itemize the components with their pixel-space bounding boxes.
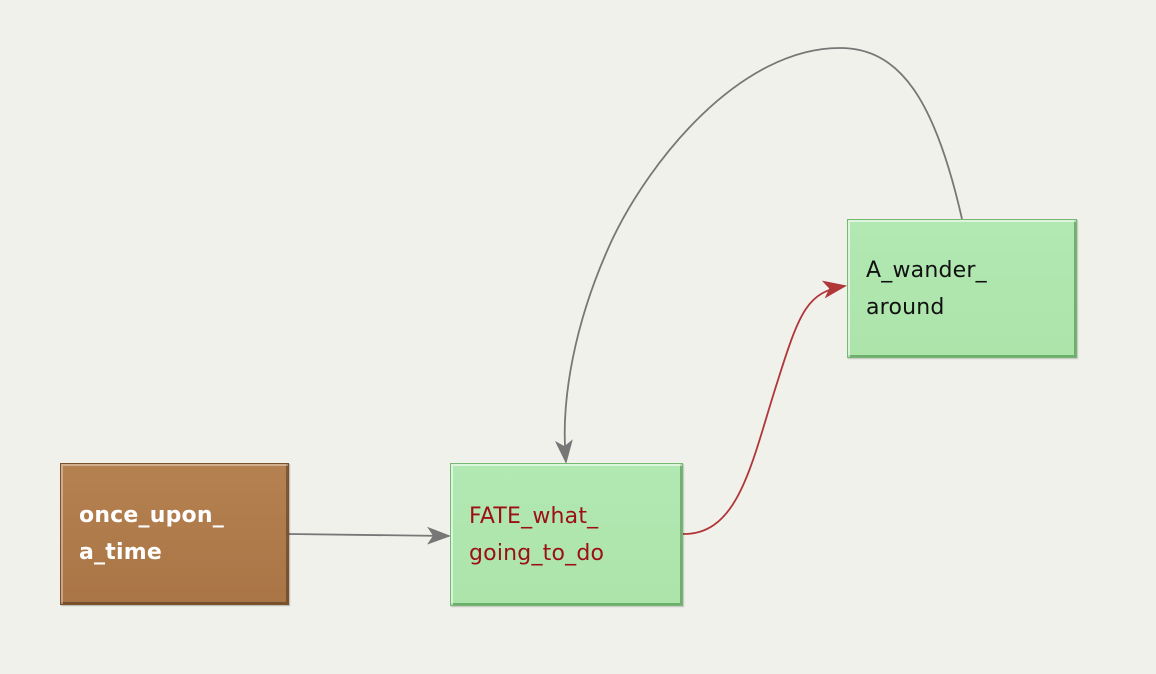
node-label-line-2: going_to_do: [469, 540, 605, 566]
node-once-upon-a-time[interactable]: once_upon_ a_time: [60, 463, 289, 605]
node-label-line-2: a_time: [79, 540, 162, 565]
edge-once-to-fate[interactable]: [288, 526, 451, 545]
node-label-line-2: around: [866, 294, 945, 320]
node-label-line-1: once_upon_: [79, 503, 224, 528]
edge-fate-to-wander[interactable]: [682, 280, 847, 535]
node-fate-what-going-to-do[interactable]: FATE_what_ going_to_do: [450, 463, 683, 606]
node-a-wander-around[interactable]: A_wander_ around: [847, 219, 1077, 358]
edge-wander-to-fate[interactable]: [554, 47, 963, 464]
node-label-line-1: FATE_what_: [469, 503, 599, 529]
node-label-line-1: A_wander_: [866, 257, 987, 283]
